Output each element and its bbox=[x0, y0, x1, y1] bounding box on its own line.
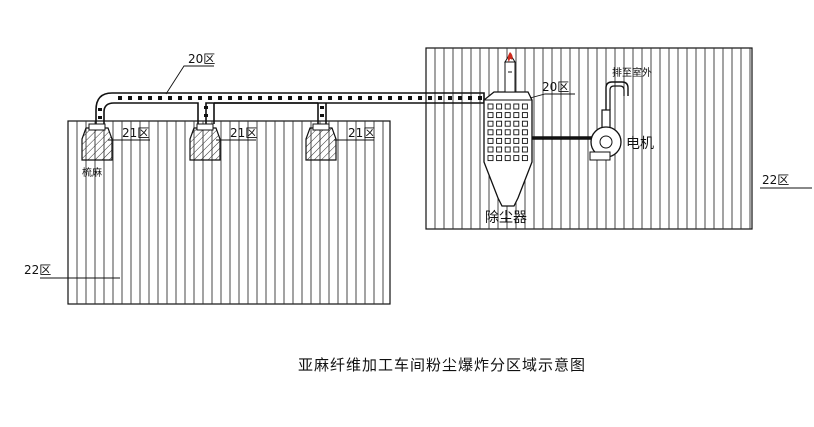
fan-motor bbox=[532, 81, 629, 161]
diagram-caption: 亚麻纤维加工车间粉尘爆炸分区域示意图 bbox=[297, 356, 586, 374]
left-workshop-room bbox=[67, 120, 391, 305]
hood-b bbox=[189, 123, 221, 161]
zone22-left-label: 22区 bbox=[24, 263, 51, 277]
zone22-right-label: 22区 bbox=[762, 173, 789, 187]
leader-lines bbox=[40, 65, 812, 279]
exhaust-label: 排至室外 bbox=[612, 66, 652, 79]
hood-c bbox=[305, 123, 337, 161]
zone21-label-c: 21区 bbox=[348, 126, 375, 140]
flame-icon bbox=[507, 52, 513, 62]
hood-a bbox=[81, 123, 113, 161]
duct-main bbox=[95, 92, 485, 124]
zone20-duct-label: 20区 bbox=[188, 52, 215, 66]
hackle-label: 梳麻 bbox=[82, 166, 102, 179]
dust-collector bbox=[483, 52, 533, 207]
dust-collector-label: 除尘器 bbox=[485, 210, 527, 226]
motor-label: 电机 bbox=[626, 136, 654, 152]
zone21-label-b: 21区 bbox=[230, 126, 257, 140]
zone21-label-a: 21区 bbox=[122, 126, 149, 140]
zone20-collector-label: 20区 bbox=[542, 80, 569, 94]
